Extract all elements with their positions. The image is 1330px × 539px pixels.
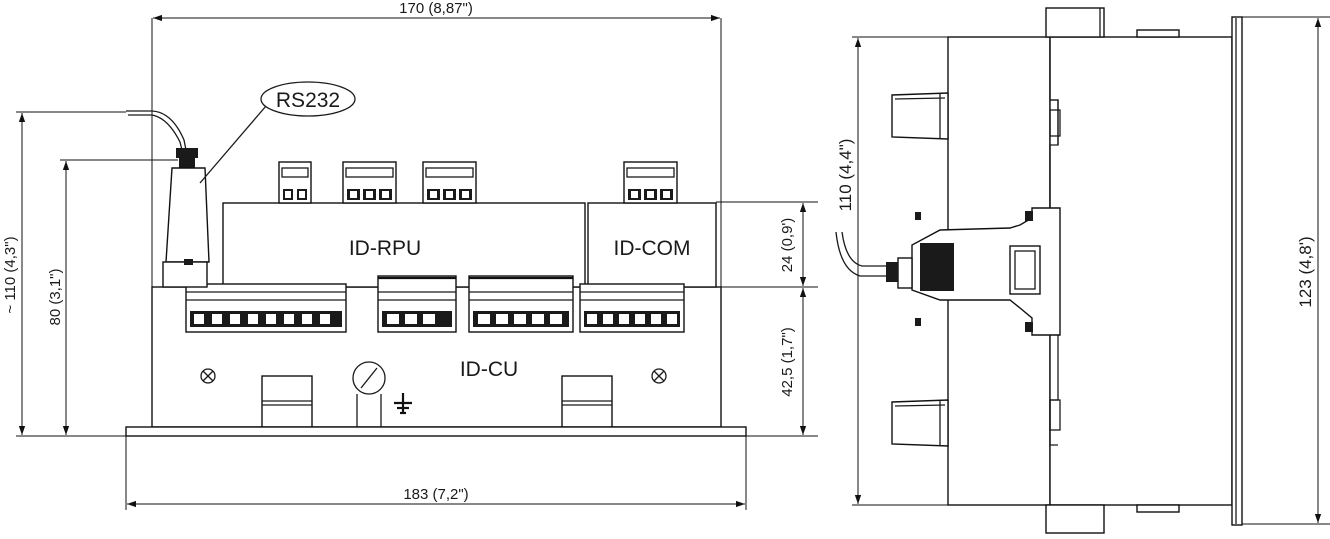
rs232-label: RS232 bbox=[276, 89, 340, 112]
rpu-connector-1 bbox=[278, 161, 312, 204]
rpu-label: ID-RPU bbox=[349, 237, 421, 260]
dimension-side-height: 123 (4,8') bbox=[1242, 16, 1330, 525]
mounting-clip-left bbox=[261, 375, 313, 428]
rpu-connector-2 bbox=[342, 161, 397, 204]
rs232-connector bbox=[126, 105, 267, 288]
base-plate bbox=[125, 426, 747, 437]
dimension-bottom-width-label: 183 (7,2") bbox=[403, 486, 468, 503]
front-view: 170 (8,87") bbox=[2, 0, 818, 510]
dimension-top-width: 170 (8,87") bbox=[151, 0, 722, 290]
dimension-total-height-label: ~ 110 (4,3") bbox=[2, 236, 19, 313]
terminal-blocks bbox=[185, 275, 685, 333]
dimension-side-height-label: 123 (4,8') bbox=[1296, 236, 1315, 307]
rpu-connector-3 bbox=[422, 161, 477, 204]
dimension-cu-height: 42,5 (1,7") bbox=[746, 288, 818, 437]
side-rear-connector-top bbox=[891, 92, 949, 140]
side-rs232-bracket bbox=[835, 207, 1061, 336]
com-connector bbox=[623, 161, 678, 204]
side-rear-connector-bottom bbox=[891, 399, 949, 447]
terminal-block-3 bbox=[468, 275, 574, 333]
dimension-module-height-label: 24 (0,9') bbox=[779, 218, 796, 273]
dimension-mid-height-label: 80 (3,1") bbox=[47, 268, 64, 325]
dimension-bottom-width: 183 (7,2") bbox=[125, 436, 747, 510]
side-bottom-tab bbox=[1045, 504, 1105, 534]
side-middle-body bbox=[1049, 36, 1233, 506]
ground-terminal bbox=[352, 361, 412, 427]
dimension-cu-height-label: 42,5 (1,7") bbox=[779, 327, 796, 397]
dimension-mid-height: 80 (3,1") bbox=[47, 159, 178, 435]
screw-left bbox=[200, 368, 216, 384]
side-top-tab bbox=[1045, 7, 1105, 38]
terminal-block-2 bbox=[377, 275, 457, 333]
dimension-side-depth-label: 110 (4,4") bbox=[836, 139, 855, 212]
com-label: ID-COM bbox=[614, 237, 691, 260]
screw-right bbox=[651, 368, 667, 384]
side-front-panel bbox=[1231, 16, 1243, 526]
side-top-clip bbox=[1136, 29, 1180, 38]
top-connectors bbox=[278, 161, 678, 204]
side-view: 110 (4,4") bbox=[835, 7, 1330, 534]
mounting-clip-right bbox=[561, 375, 613, 428]
side-bottom-clip bbox=[1136, 504, 1180, 513]
rs232-bubble bbox=[260, 81, 356, 117]
dimension-side-depth: 110 (4,4") bbox=[836, 36, 948, 506]
dimension-top-width-label: 170 (8,87") bbox=[399, 0, 473, 17]
terminal-block-1 bbox=[185, 283, 347, 333]
cu-label: ID-CU bbox=[460, 358, 518, 381]
dimension-module-height: 24 (0,9') bbox=[716, 201, 818, 288]
rpu-module bbox=[222, 202, 586, 288]
dimension-total-height: ~ 110 (4,3") bbox=[2, 111, 126, 437]
terminal-block-4 bbox=[579, 283, 685, 333]
